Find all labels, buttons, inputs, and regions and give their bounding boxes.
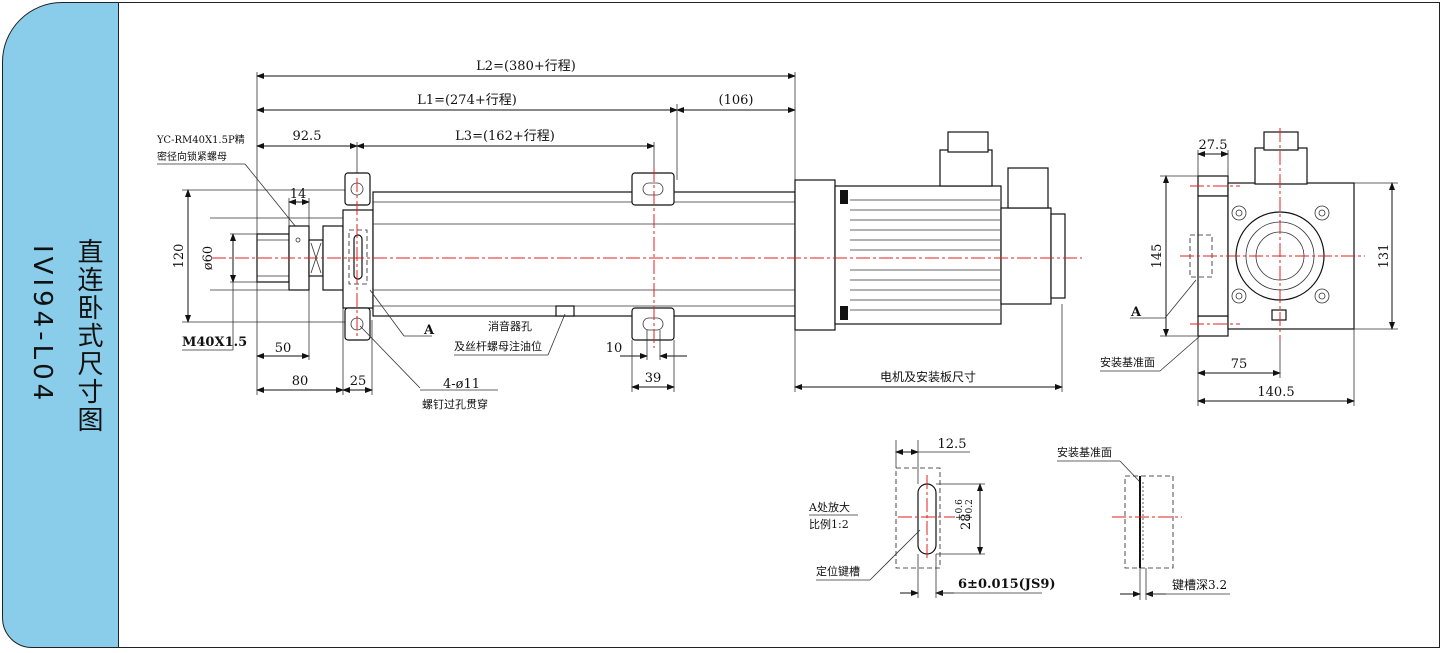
sidebar-model: IVI94-L04 [27, 245, 57, 405]
detail-a: A处放大 比例1:2 12.5 28 +0.6 +0.2 定位键槽 [808, 437, 1056, 598]
end-view-datum: 安装基准面 [1100, 355, 1155, 369]
dim-27-5: 27.5 [1199, 138, 1228, 153]
end-view-a-marker: A [1130, 305, 1142, 320]
end-view: 27.5 145 131 A 安装基准面 75 140.5 [1100, 128, 1398, 406]
muffler-note-line2: 及丝杆螺母注油位 [454, 339, 542, 353]
dim-10: 10 [606, 341, 623, 356]
thread-label: M40X1.5 [182, 335, 247, 350]
dim-50: 50 [275, 341, 292, 356]
dim-131: 131 [1377, 244, 1392, 269]
rod-end [210, 217, 345, 291]
dim-14: 14 [290, 187, 307, 202]
holes-note: 螺钉过孔贯穿 [422, 397, 488, 411]
dim-140-5: 140.5 [1257, 385, 1294, 400]
holes-label: 4-ø11 [443, 377, 480, 392]
dim-75: 75 [1231, 357, 1248, 372]
dim-25: 25 [350, 374, 367, 389]
dim-92-5: 92.5 [293, 129, 322, 144]
nut-note-line2: 密径向锁紧螺母 [157, 150, 227, 163]
detail-a-title-line2: 比例1:2 [809, 517, 849, 531]
detail-a-title-line1: A处放大 [808, 500, 850, 514]
motor-note: 电机及安装板尺寸 [880, 369, 976, 384]
l1-extra-label: (106) [719, 93, 754, 108]
l2-label: L2=(380+行程) [476, 59, 576, 74]
width-tolerance: 6±0.015(JS9) [958, 577, 1056, 592]
keyway-label: 定位键槽 [816, 564, 860, 578]
motor [794, 131, 1066, 331]
dim-60: ø60 [201, 246, 216, 270]
nut-note-line1: YC-RM40X1.5P精 [156, 133, 245, 146]
sidebar-title: 直连卧式尺寸图 [73, 238, 103, 434]
tol-upper: +0.6 [955, 499, 965, 521]
actuator-body [372, 172, 796, 341]
muffler-note-line1: 消音器孔 [488, 319, 532, 333]
detail-b-datum: 安装基准面 [1057, 445, 1112, 459]
dimension-lines-top [256, 72, 796, 395]
front-flange [342, 172, 374, 341]
dim-39: 39 [645, 371, 662, 386]
l1-label: L1=(274+行程) [417, 93, 517, 108]
dim-80: 80 [292, 374, 309, 389]
dim-120: 120 [172, 244, 187, 269]
dim-12-5: 12.5 [938, 437, 967, 452]
tol-lower: +0.2 [965, 499, 975, 521]
dim-28: 28 [959, 513, 974, 530]
detail-b: 安装基准面 键槽深3.2 [1057, 445, 1230, 600]
section-a-marker: A [423, 323, 435, 338]
dim-145: 145 [1150, 244, 1165, 269]
keyway-depth: 键槽深3.2 [1172, 578, 1227, 592]
side-view: L2=(380+行程) L1=(274+行程) (106) L3=(162+行程… [156, 59, 1082, 411]
sidebar-panel: 直连卧式尺寸图 IVI94-L04 [2, 2, 120, 648]
l3-label: L3=(162+行程) [455, 129, 555, 144]
